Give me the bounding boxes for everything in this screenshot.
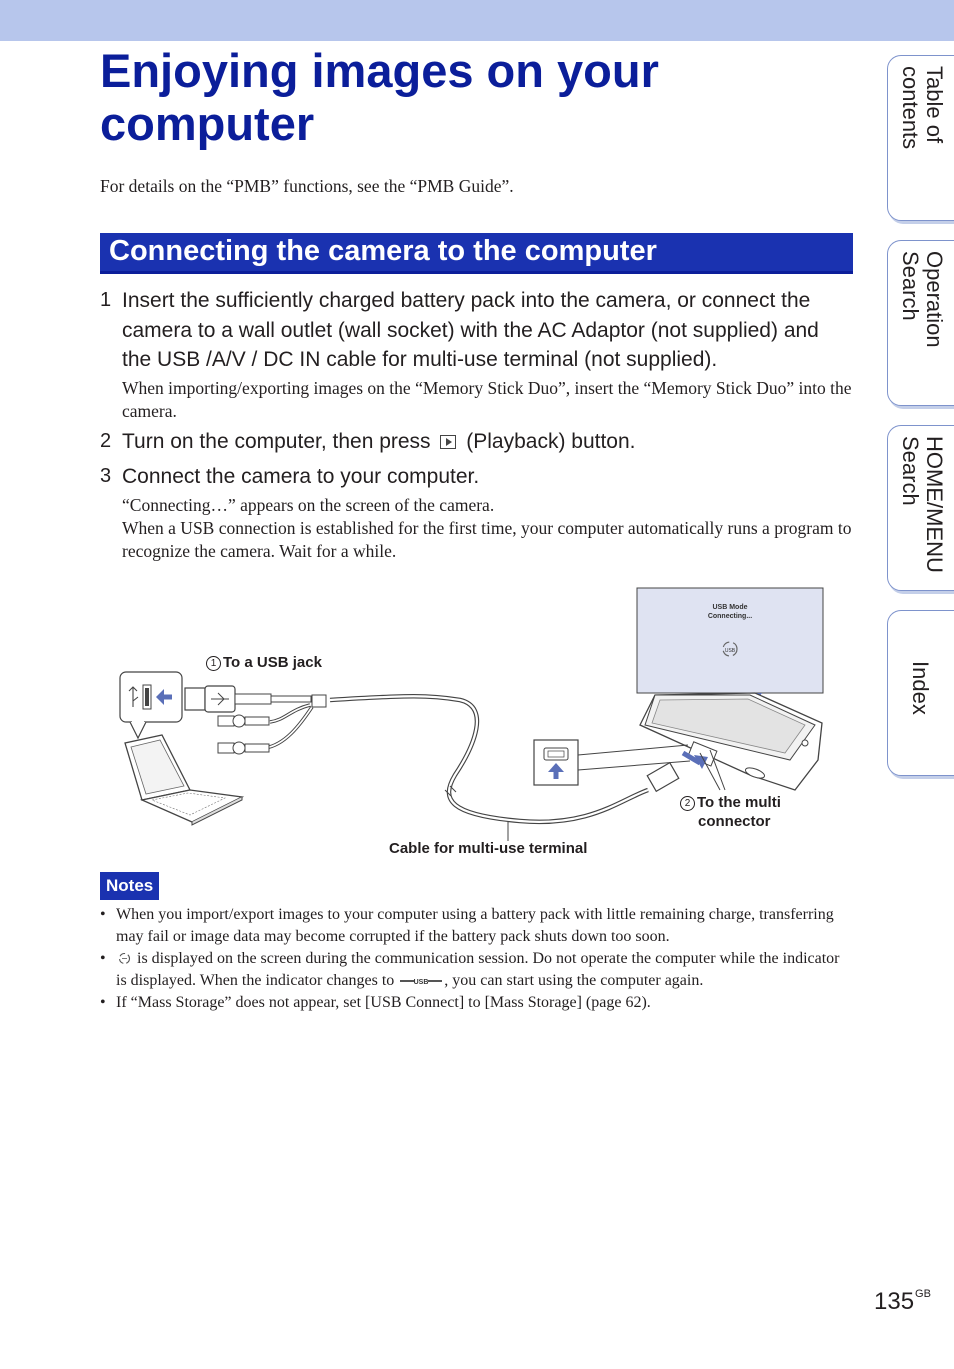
side-tab-label: Operation Search — [898, 251, 947, 348]
step-1: 1 Insert the sufficiently charged batter… — [100, 286, 852, 423]
usb-ready-text: USB — [414, 979, 429, 986]
page-title: Enjoying images on your computer — [100, 44, 659, 150]
connection-illustration: USB Mode Connecting... USB — [119, 587, 824, 841]
av-plugs — [217, 714, 270, 755]
list-item: If “Mass Storage” does not appear, set [… — [100, 992, 852, 1014]
side-tab-index[interactable]: Index — [887, 610, 954, 776]
screen-line-2: Connecting... — [708, 613, 752, 620]
side-tab-table-of-contents[interactable]: Table of contents — [887, 55, 954, 221]
playback-icon — [440, 435, 457, 449]
side-tab-label: HOME/MENU Search — [898, 436, 947, 573]
step-detail: When a USB connection is established for… — [122, 517, 852, 561]
usb-connecting-icon — [118, 952, 131, 965]
multi-connector-plug — [646, 750, 708, 793]
side-tab-home-menu-search[interactable]: HOME/MENU Search — [887, 425, 954, 591]
label-usb-jack-text: To a USB jack — [223, 654, 322, 671]
note-text: is displayed on the screen during the co… — [116, 950, 840, 989]
page-number: 135GB — [874, 1288, 931, 1316]
callout-number: 2 — [680, 796, 695, 811]
step-number: 3 — [100, 465, 112, 487]
camera-screen-callout — [636, 587, 824, 694]
side-tab-operation-search[interactable]: Operation Search — [887, 240, 954, 406]
notes-badge: Notes — [100, 872, 160, 900]
usb-port-callout — [119, 671, 183, 740]
step-number: 2 — [100, 430, 112, 452]
connection-diagram: USB Mode Connecting... USB — [100, 585, 854, 860]
usb-ready-icon: USB — [400, 977, 443, 986]
label-multi-line1: To the multi — [697, 794, 781, 811]
section-title: Connecting the camera to the computer — [109, 235, 657, 267]
usb-connecting-icon: USB — [722, 641, 738, 657]
usb-symbol-text: USB — [725, 648, 736, 654]
step-detail: “Connecting…” appears on the screen of t… — [122, 494, 495, 515]
callout-number: 1 — [206, 656, 221, 671]
page-number-value: 135 — [874, 1288, 915, 1315]
step-text-before: Turn on the computer, then press — [122, 430, 431, 453]
step-text: Connect the camera to your computer. — [122, 465, 480, 488]
laptop — [124, 734, 245, 826]
notes-list: When you import/export images to your co… — [100, 904, 852, 1014]
label-multi-line2: connector — [698, 813, 771, 830]
step-3: 3 Connect the camera to your computer. “… — [100, 462, 852, 563]
step-text: Insert the sufficiently charged battery … — [122, 289, 819, 371]
top-band — [0, 0, 954, 41]
label-cable: Cable for multi-use terminal — [389, 840, 588, 857]
step-text: Turn on the computer, then press (Playba… — [122, 427, 852, 457]
multi-port-callout — [533, 739, 691, 786]
section-header: Connecting the camera to the computer — [100, 233, 853, 274]
note-text-end: , you can start using the computer again… — [444, 972, 704, 989]
step-2: 2 Turn on the computer, then press (Play… — [100, 427, 852, 457]
step-text-after: (Playback) button. — [466, 430, 636, 453]
step-number: 1 — [100, 289, 112, 311]
intro-text: For details on the “PMB” functions, see … — [100, 176, 514, 196]
list-item: is displayed on the screen during the co… — [100, 948, 852, 992]
usb-plug — [184, 685, 327, 713]
step-detail: When importing/exporting images on the “… — [122, 377, 852, 421]
page-number-suffix: GB — [915, 1288, 931, 1300]
screen-line-1: USB Mode — [713, 604, 748, 611]
side-tab-label: Index — [908, 661, 933, 715]
side-tab-label: Table of contents — [898, 66, 947, 150]
list-item: When you import/export images to your co… — [100, 904, 852, 948]
camera — [639, 692, 823, 791]
